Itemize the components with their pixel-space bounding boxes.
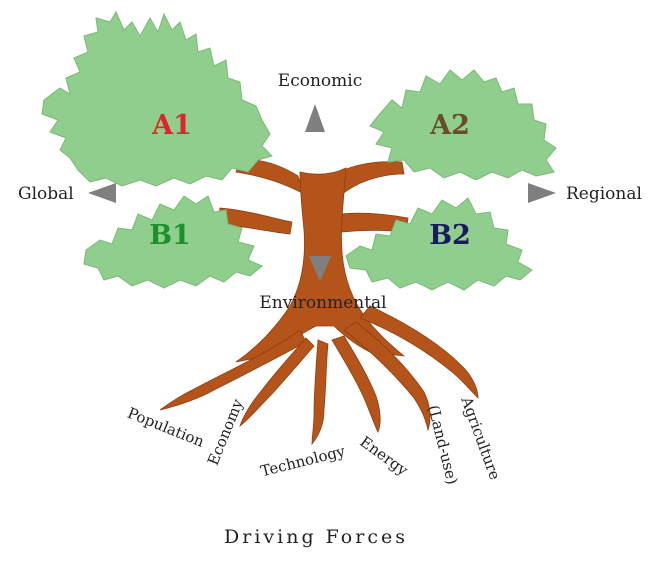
root-label-land-use: (Land-use) xyxy=(424,403,461,486)
axis-label-regional: Regional xyxy=(566,184,642,204)
canopy xyxy=(41,10,557,291)
root-technology xyxy=(311,339,329,446)
arrow-up-icon xyxy=(305,104,325,132)
canopy-b1 xyxy=(83,195,263,289)
arrow-right-icon xyxy=(528,183,556,203)
arrow-left-icon xyxy=(88,183,116,203)
diagram-title: Driving Forces xyxy=(224,526,408,548)
root-energy xyxy=(331,335,381,433)
cluster-label-a1: A1 xyxy=(151,110,192,141)
axis-arrows xyxy=(88,104,556,282)
cluster-label-b1: B1 xyxy=(149,220,191,251)
root-population xyxy=(159,329,307,411)
canopy-b2 xyxy=(345,197,533,291)
axis-label-economic: Economic xyxy=(278,71,362,91)
canopy-a1 xyxy=(41,10,273,187)
root-label-economy: Economy xyxy=(204,396,247,468)
root-economy xyxy=(239,337,315,428)
canopy-a2 xyxy=(369,69,557,181)
cluster-label-b2: B2 xyxy=(429,220,471,251)
axis-label-global: Global xyxy=(18,184,74,204)
root-label-agriculture: Agriculture xyxy=(457,393,504,482)
branch-upper-right xyxy=(329,161,405,197)
root-label-technology: Technology xyxy=(259,442,348,480)
axis-label-environmental: Environmental xyxy=(259,293,386,313)
cluster-label-a2: A2 xyxy=(429,110,470,141)
root-land-use xyxy=(343,321,431,432)
root-label-population: Population xyxy=(125,404,207,451)
arrow-down-icon xyxy=(309,256,331,282)
root-label-energy: Energy xyxy=(357,433,412,480)
root-agriculture xyxy=(359,305,479,399)
